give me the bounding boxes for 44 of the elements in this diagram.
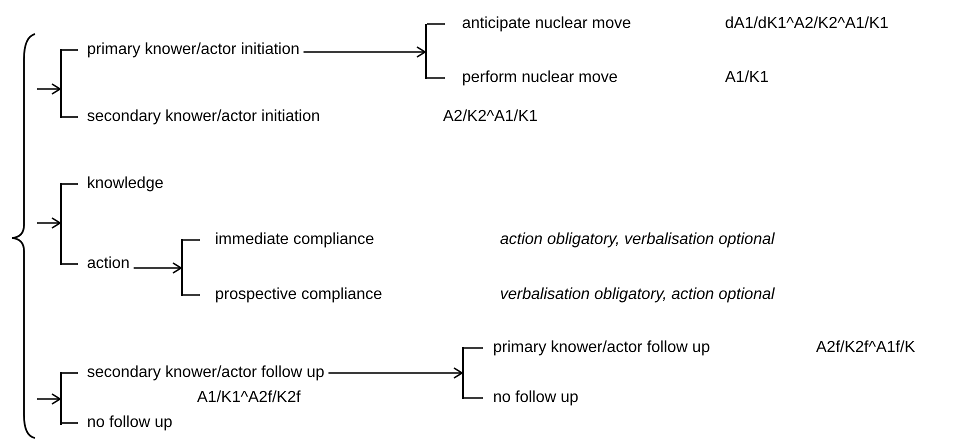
branch-line xyxy=(464,397,483,399)
arrow xyxy=(304,46,426,58)
feature-label: primary knower/actor follow up xyxy=(493,338,710,358)
system-bracket xyxy=(60,183,62,265)
realisation-formula: A2/K2^A1/K1 xyxy=(443,107,538,127)
branch-line xyxy=(427,77,445,79)
realisation-formula: A2f/K2f^A1f/K xyxy=(816,338,916,358)
arrow xyxy=(37,83,61,95)
feature-label: no follow up xyxy=(87,413,172,433)
realisation-formula: A1/K1^A2f/K2f xyxy=(197,388,301,408)
feature-label: action xyxy=(87,254,130,274)
system-bracket xyxy=(462,347,464,399)
branch-line xyxy=(183,239,200,241)
feature-label: perform nuclear move xyxy=(462,68,618,88)
branch-line xyxy=(62,49,78,51)
feature-label: knowledge xyxy=(87,174,164,194)
branch-line xyxy=(427,23,445,25)
curly-brace xyxy=(9,31,37,439)
system-bracket xyxy=(60,372,62,425)
branch-line xyxy=(464,347,483,349)
branch-line xyxy=(62,263,78,265)
feature-label: primary knower/actor initiation xyxy=(87,40,300,60)
feature-label: secondary knower/actor initiation xyxy=(87,107,320,127)
realisation-formula: A1/K1 xyxy=(725,68,769,88)
realisation-note: verbalisation obligatory, action optional xyxy=(500,285,775,305)
arrow xyxy=(37,393,61,405)
feature-label: prospective compliance xyxy=(215,285,382,305)
branch-line xyxy=(183,294,200,296)
arrow xyxy=(134,262,182,274)
feature-label: no follow up xyxy=(493,388,578,408)
arrow xyxy=(37,217,61,229)
feature-label: secondary knower/actor follow up xyxy=(87,363,324,383)
realisation-formula: dA1/dK1^A2/K2^A1/K1 xyxy=(725,14,889,34)
system-bracket xyxy=(60,49,62,118)
branch-line xyxy=(62,116,78,118)
branch-line xyxy=(62,183,78,185)
branch-line xyxy=(62,372,78,374)
branch-line xyxy=(62,422,78,424)
arrow xyxy=(328,367,463,379)
system-bracket xyxy=(181,239,183,296)
feature-label: immediate compliance xyxy=(215,230,374,250)
feature-label: anticipate nuclear move xyxy=(462,14,631,34)
system-bracket xyxy=(425,24,427,79)
realisation-note: action obligatory, verbalisation optional xyxy=(500,230,775,250)
